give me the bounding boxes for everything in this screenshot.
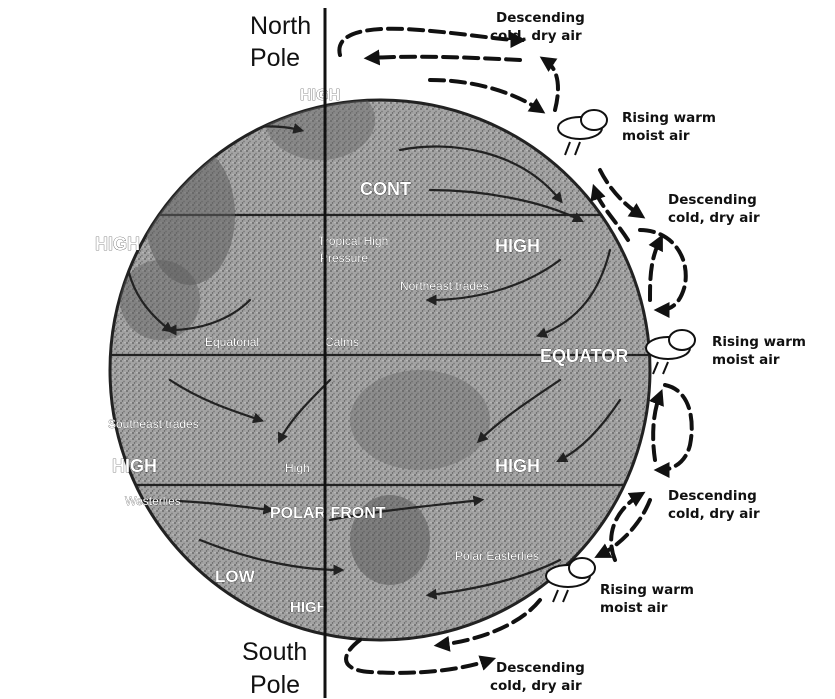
label-tropical-high: Tropical High bbox=[318, 234, 388, 248]
label-high-south-pole: HIGH bbox=[290, 599, 328, 616]
label-high-south-mid: High bbox=[285, 461, 310, 475]
label-equatorial: Equatorial bbox=[205, 335, 259, 349]
label-polar-front: POLAR FRONT bbox=[270, 505, 386, 522]
label-high-north-pole: HIGH bbox=[300, 87, 340, 104]
callout-descending-3-line1: Descending bbox=[668, 488, 757, 504]
callout-descending-4-line2: cold, dry air bbox=[490, 678, 582, 694]
label-northeast-trades: Northeast trades bbox=[400, 279, 489, 293]
north-pole-label-line2: Pole bbox=[250, 44, 300, 72]
callout-descending-2-line2: cold, dry air bbox=[668, 210, 760, 226]
label-southeast-trades: Southeast trades bbox=[108, 417, 199, 431]
callout-rising-2-line2: moist air bbox=[712, 352, 780, 368]
south-pole-label-line2: Pole bbox=[250, 671, 300, 699]
label-polar-easterlies: Polar Easterlies bbox=[455, 549, 539, 563]
cloud-icon-north bbox=[558, 110, 607, 155]
callout-rising-2-line1: Rising warm bbox=[712, 334, 806, 350]
callout-descending-1-line2: cold, dry air bbox=[490, 28, 582, 44]
label-equator: EQUATOR bbox=[540, 346, 628, 366]
label-high-left: HIGH bbox=[95, 234, 140, 254]
callout-descending-3-line2: cold, dry air bbox=[668, 506, 760, 522]
label-westerlies: Westerlies bbox=[125, 494, 181, 508]
label-low: LOW bbox=[215, 567, 256, 586]
label-calms: Calms bbox=[325, 335, 359, 349]
callout-descending-1-line1: Descending bbox=[496, 10, 585, 26]
callout-rising-1-line2: moist air bbox=[622, 128, 690, 144]
callout-descending-2-line1: Descending bbox=[668, 192, 757, 208]
label-high-right: HIGH bbox=[495, 236, 540, 256]
callout-rising-3-line2: moist air bbox=[600, 600, 668, 616]
label-cont: CONT bbox=[360, 179, 411, 199]
callout-descending-4-line1: Descending bbox=[496, 660, 585, 676]
globe: HIGH CONT HIGH HIGH Tropical High Pressu… bbox=[95, 80, 660, 640]
callout-rising-1-line1: Rising warm bbox=[622, 110, 716, 126]
callout-rising-3-line1: Rising warm bbox=[600, 582, 694, 598]
cloud-icon-equator bbox=[646, 330, 695, 374]
label-pressure: Pressure bbox=[320, 251, 368, 265]
label-high-south-right: HIGH bbox=[495, 456, 540, 476]
south-pole-label-line1: South bbox=[242, 638, 307, 666]
north-pole-label-line1: North bbox=[250, 12, 311, 40]
label-high-south-left: HIGH bbox=[112, 456, 157, 476]
